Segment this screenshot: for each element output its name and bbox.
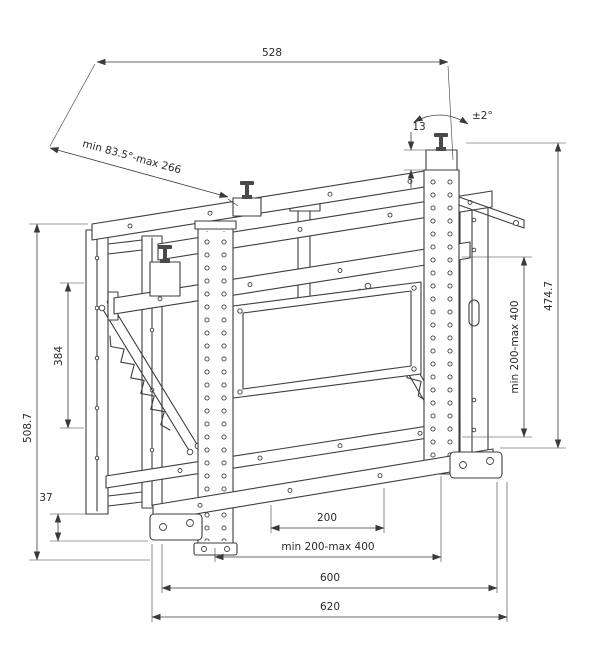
dimension-vesa-width-range: min 200-max 400: [214, 541, 442, 561]
left-vesa-rail: [193, 220, 238, 556]
mount-assembly: [85, 133, 525, 556]
dimension-vesa-width: 200: [270, 512, 385, 532]
dimension-plate-total-height: 508.7: [22, 223, 150, 561]
dim-frame-height-label: 474.7: [543, 281, 555, 311]
tilt-arm: [458, 196, 525, 229]
dimension-foot-offset: 37: [39, 492, 148, 542]
dim-top-width-label: 528: [262, 47, 282, 59]
lower-wall-rail: [105, 420, 461, 489]
dimension-plate-inner-height: 384: [53, 282, 84, 429]
left-gas-spring: [109, 335, 171, 431]
dim-bracket-thickness-label: 13: [412, 121, 425, 133]
dim-plate-inner-height-label: 384: [53, 346, 65, 366]
right-foot: [449, 451, 503, 479]
tilt-knob: [434, 133, 448, 151]
dim-vesa-width-label: 200: [317, 512, 337, 524]
right-vesa-rail: [419, 149, 464, 475]
dim-vesa-height-range-label: min 200-max 400: [509, 300, 521, 393]
locking-knob-top: [232, 181, 262, 217]
locking-knob-middle: [149, 245, 181, 297]
dim-tilt-angle-label: ±2°: [472, 110, 493, 122]
vesa-adapter-frame: [232, 281, 422, 399]
left-foot: [149, 513, 203, 541]
dimension-frame-width: 600: [161, 572, 498, 592]
dimensions: 528 min 83.5°-max 266 13 ±2° 474.7: [22, 47, 566, 622]
dimension-top-width: 528: [49, 47, 454, 161]
dimension-frame-height: 474.7: [466, 142, 566, 449]
dim-foot-offset-label: 37: [39, 492, 52, 504]
dim-plate-total-height-label: 508.7: [22, 413, 34, 443]
dimension-total-width: 620: [151, 601, 508, 621]
dim-frame-width-label: 600: [320, 572, 340, 584]
dimension-vesa-height-range: min 200-max 400: [462, 256, 532, 438]
dim-total-width-label: 620: [320, 601, 340, 613]
wall-plate-column-right: [459, 195, 489, 459]
dim-vesa-width-range-label: min 200-max 400: [281, 541, 374, 553]
dimension-tilt-angle: ±2°: [413, 110, 493, 125]
dimension-depth-range: min 83.5°-max 266: [49, 138, 239, 207]
